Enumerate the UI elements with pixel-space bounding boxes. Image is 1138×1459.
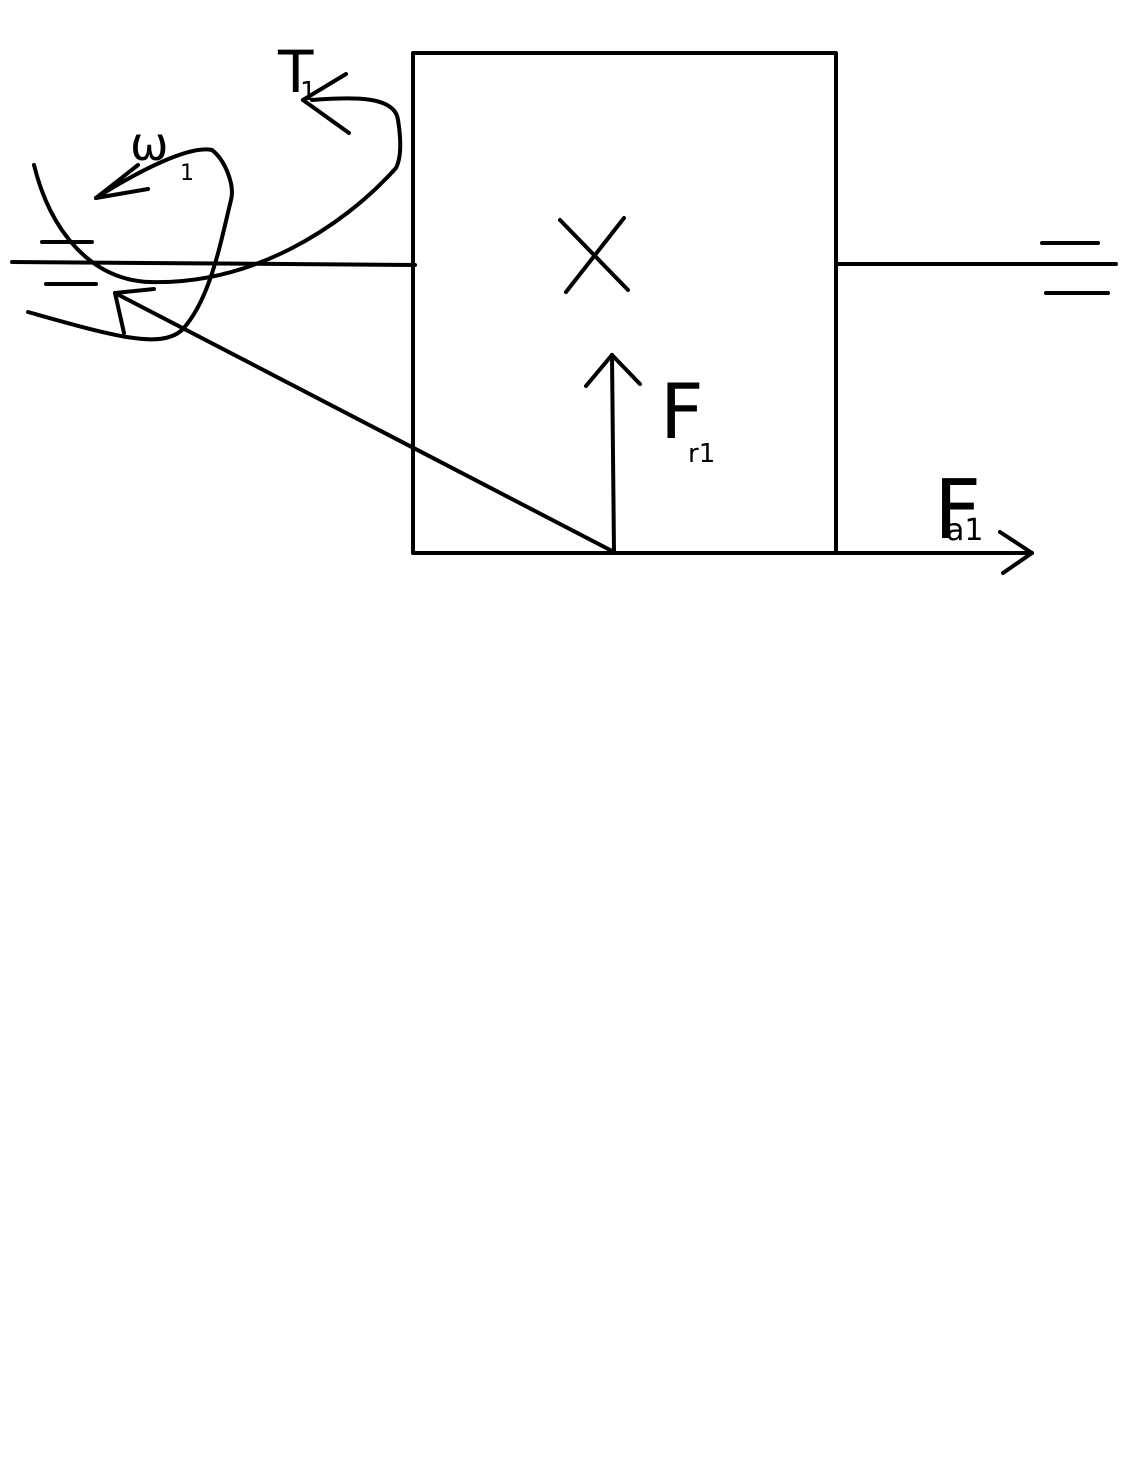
axial-force-label: F [934, 463, 981, 558]
torque-arrow [32, 72, 403, 285]
radial-force-subscript: r1 [688, 439, 715, 469]
center-x-mark [558, 216, 630, 294]
bearing-right-symbol [1040, 241, 1110, 295]
axial-force-subscript: a1 [946, 513, 983, 548]
omega-subscript: 1 [180, 161, 194, 186]
radial-force-arrow [584, 353, 642, 555]
torque-label: T [277, 38, 314, 106]
torque-subscript: 1 [300, 77, 317, 107]
gear-body-box [411, 51, 838, 555]
axial-force-arrow [834, 530, 1034, 575]
diagonal-force-line [113, 287, 616, 554]
bearing-left-symbol [40, 240, 98, 286]
omega-arrow [26, 147, 234, 342]
omega-label: ω [130, 117, 169, 171]
radial-force-label: F [660, 367, 704, 456]
